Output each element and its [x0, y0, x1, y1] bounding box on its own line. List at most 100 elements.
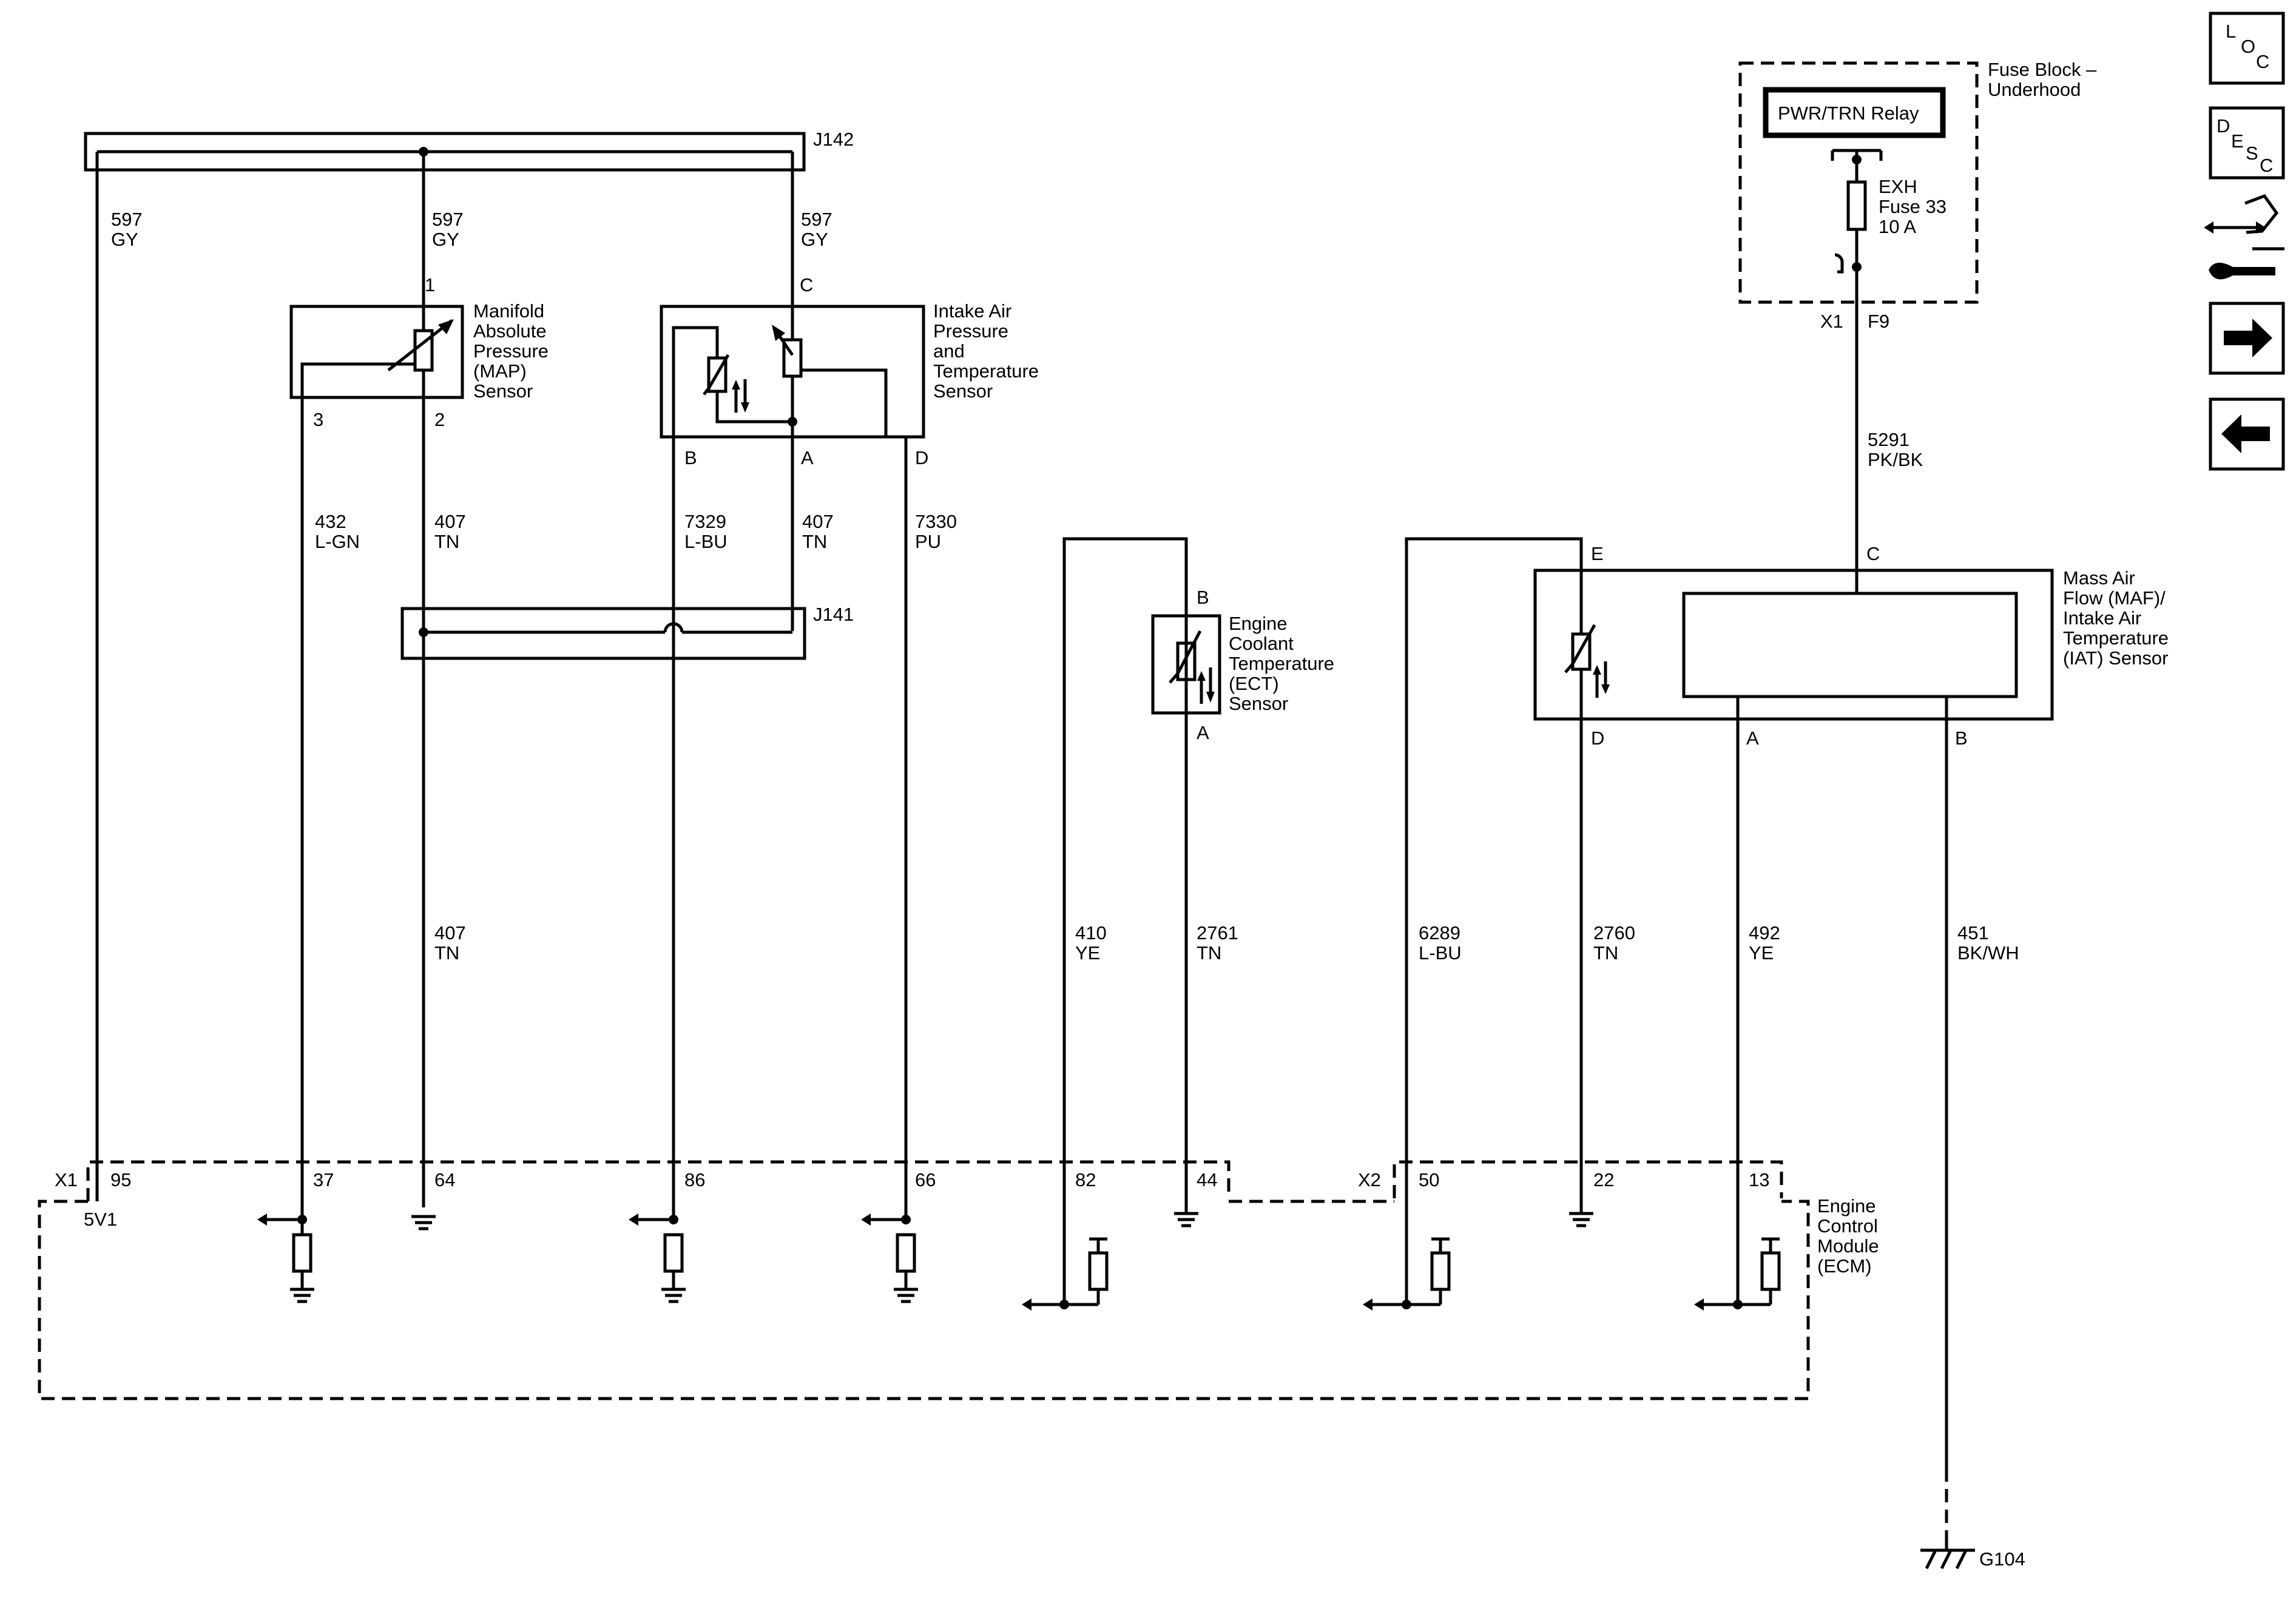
connector-icon[interactable]	[2204, 194, 2284, 280]
fuse-block-label-2: Underhood	[1988, 79, 2081, 100]
iapt-label-2: Pressure	[933, 320, 1008, 342]
loc-letter-l: L	[2226, 21, 2236, 42]
maf-label-5: (IAT) Sensor	[2063, 647, 2168, 669]
wire-492-color: YE	[1749, 942, 1774, 964]
ecm-label-2: Control	[1817, 1215, 1878, 1237]
ect-label-2: Coolant	[1229, 633, 1294, 654]
ect-label-5: Sensor	[1229, 693, 1288, 714]
ecm-pin-66: 66	[915, 1169, 936, 1190]
maf-label-4: Temperature	[2063, 627, 2169, 649]
ecm-pin-37: 37	[313, 1169, 334, 1190]
iapt-label-3: and	[933, 340, 965, 362]
ecm-input-66	[861, 1214, 918, 1303]
iapt-sensor: C B A D Intake Air Pressure and Temperat…	[660, 274, 1039, 468]
j142-label: J142	[813, 129, 854, 150]
ect-label-3: Temperature	[1229, 653, 1334, 674]
wire-5291-circuit: 5291	[1868, 429, 1909, 450]
ecm-pin-22: 22	[1593, 1169, 1614, 1190]
relay-label: PWR/TRN Relay	[1778, 103, 1919, 124]
iapt-pin-d: D	[915, 447, 928, 468]
wire-597-left-color: GY	[111, 229, 138, 250]
ecm-ground-44	[1174, 1212, 1198, 1227]
map-label-3: Pressure	[473, 340, 549, 362]
wire-7330-circuit: 7330	[915, 511, 957, 532]
desc-letter-d: D	[2217, 115, 2230, 137]
ecm-pin-64: 64	[434, 1169, 455, 1190]
fuse-block-pin: F9	[1868, 311, 1889, 332]
arrow-left-icon[interactable]	[2209, 397, 2285, 471]
wire-410-color: YE	[1075, 942, 1100, 964]
maf-pin-d: D	[1591, 727, 1604, 749]
splice-j141: J141	[400, 604, 854, 660]
wire-407b-circuit: 407	[802, 511, 834, 532]
ecm-x2: X2	[1358, 1169, 1381, 1190]
wire-597-left-circuit: 597	[111, 209, 143, 230]
iapt-label-4: Temperature	[933, 360, 1039, 382]
wire-597-map-circuit: 597	[432, 209, 464, 230]
fuse-label-3: 10 A	[1879, 216, 1916, 237]
maf-pin-e: E	[1591, 543, 1604, 564]
wire-597-iapt-color: GY	[801, 229, 828, 250]
ecm-ground-22	[1569, 1212, 1593, 1227]
wire-432-color: L-GN	[315, 531, 360, 552]
wire-2760-color: TN	[1593, 942, 1618, 964]
wire-6289-circuit: 6289	[1419, 922, 1460, 944]
map-pin-1: 1	[425, 274, 435, 295]
ecm-label-3: Module	[1817, 1235, 1879, 1257]
maf-label-1: Mass Air	[2063, 567, 2135, 589]
ecm: X1 X2 5V1 95 37 64 86 66 82 44 50 22 13 …	[38, 1160, 1879, 1400]
ecm-input-82	[1022, 1237, 1109, 1311]
desc-letter-e: E	[2231, 130, 2244, 152]
map-label-4: (MAP)	[473, 360, 527, 382]
wire-432-circuit: 432	[315, 511, 346, 532]
ecm-pin-95: 95	[110, 1169, 131, 1190]
ecm-5v1: 5V1	[84, 1209, 117, 1230]
map-label-2: Absolute	[473, 320, 547, 342]
map-label-5: Sensor	[473, 380, 533, 402]
j141-label: J141	[813, 604, 854, 625]
fuse-block-connector: X1	[1820, 311, 1843, 332]
ecm-x1: X1	[55, 1169, 78, 1190]
fuse-label-1: EXH	[1879, 176, 1917, 197]
maf-label-3: Intake Air	[2063, 607, 2141, 629]
ecm-input-86	[629, 1214, 686, 1303]
maf-sensor: E C D A B Mass Air Flow (MAF)/ Intake Ai…	[1405, 537, 2169, 1305]
ecm-pin-86: 86	[684, 1169, 705, 1190]
ecm-input-37	[257, 1214, 314, 1303]
wire-410-circuit: 410	[1075, 922, 1107, 944]
iapt-pin-c: C	[800, 274, 813, 295]
wire-7329-color: L-BU	[684, 531, 728, 552]
location-button[interactable]: L O C	[2209, 12, 2285, 85]
ground-g104: G104	[1920, 1532, 2025, 1570]
fuse-block-label-1: Fuse Block –	[1988, 59, 2097, 80]
maf-pin-a: A	[1746, 727, 1759, 749]
map-label-1: Manifold	[473, 300, 544, 322]
wire-5291-color: PK/BK	[1868, 449, 1923, 470]
ecm-input-50	[1363, 1237, 1451, 1311]
wire-407c-circuit: 407	[434, 922, 466, 944]
wire-451-color: BK/WH	[1957, 942, 2019, 964]
fuse-block: PWR/TRN Relay EXH Fuse 33 10 A Fuse Bloc…	[1738, 59, 2097, 332]
maf-pin-c: C	[1866, 543, 1880, 564]
arrow-right-icon[interactable]	[2209, 302, 2285, 375]
fuse-label-2: Fuse 33	[1879, 196, 1947, 217]
maf-label-2: Flow (MAF)/	[2063, 587, 2166, 609]
wire-2760-circuit: 2760	[1593, 922, 1635, 944]
wire-6289-color: L-BU	[1419, 942, 1462, 964]
wire-2761-circuit: 2761	[1197, 922, 1238, 944]
wire-451-circuit: 451	[1957, 922, 1989, 944]
desc-letter-s: S	[2246, 143, 2258, 164]
description-button[interactable]: D E S C	[2209, 106, 2285, 180]
desc-letter-c: C	[2260, 155, 2273, 176]
iapt-pin-a: A	[801, 447, 814, 468]
ect-pin-a: A	[1197, 722, 1209, 743]
wire-7329-circuit: 7329	[684, 511, 726, 532]
ecm-label-1: Engine	[1817, 1195, 1876, 1217]
map-pin-3: 3	[313, 409, 323, 430]
wire-7330-color: PU	[915, 531, 941, 552]
loc-letter-c: C	[2256, 51, 2269, 72]
iapt-label-1: Intake Air	[933, 300, 1011, 322]
wire-407a-circuit: 407	[434, 511, 466, 532]
ect-sensor: B A Engine Coolant Temperature (ECT) Sen…	[1062, 537, 1334, 1305]
